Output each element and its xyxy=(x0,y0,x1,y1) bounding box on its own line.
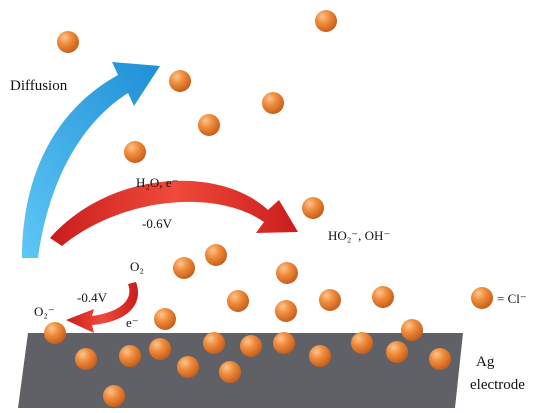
chloride-ion-icon xyxy=(319,289,341,311)
chloride-ion-icon xyxy=(227,290,249,312)
lower-reaction-arrow xyxy=(66,282,139,333)
chloride-ion-icon xyxy=(124,141,146,163)
upper-products-label: HO₂⁻, OH⁻ xyxy=(328,228,390,243)
chloride-ion-icon xyxy=(401,319,423,341)
chloride-ion-icon xyxy=(173,257,195,279)
chloride-ion-icon xyxy=(203,332,225,354)
chloride-ion-icon xyxy=(219,361,241,383)
diffusion-arrow xyxy=(22,62,160,258)
chloride-ion-icon xyxy=(169,70,191,92)
chloride-ion-icon xyxy=(149,338,171,360)
chloride-ion-icon xyxy=(372,286,394,308)
chloride-ion-icon xyxy=(198,114,220,136)
chloride-ion-icon xyxy=(386,341,408,363)
chloride-ion-icon xyxy=(302,197,324,219)
chloride-ion-icon xyxy=(103,385,125,407)
legend-ion-icon xyxy=(471,287,493,309)
chloride-ion-icon xyxy=(154,308,176,330)
chloride-ion-icon xyxy=(44,322,66,344)
lower-product-label: O₂⁻ xyxy=(34,304,55,319)
upper-reactants-label: H₂O, e⁻ xyxy=(136,175,178,190)
chloride-ion-icon xyxy=(75,348,97,370)
lower-potential-label: -0.4V xyxy=(77,290,108,305)
lower-reactant-label: O₂ xyxy=(130,259,144,274)
chloride-ion-icon xyxy=(57,31,79,53)
chloride-ion-icon xyxy=(273,332,295,354)
chloride-ion-icon xyxy=(429,348,451,370)
diffusion-label: Diffusion xyxy=(10,78,68,94)
legend-label: = Cl⁻ xyxy=(497,291,527,306)
electrode-label-line2: electrode xyxy=(470,377,525,393)
chloride-ion-icon xyxy=(240,335,262,357)
chloride-ion-icon xyxy=(119,345,141,367)
chloride-ion-icon xyxy=(309,345,331,367)
chloride-ion-icon xyxy=(315,10,337,32)
upper-potential-label: -0.6V xyxy=(142,216,173,231)
chloride-ion-icon xyxy=(276,262,298,284)
lower-electron-label: e⁻ xyxy=(126,315,139,330)
chloride-ion-icon xyxy=(351,332,373,354)
chloride-ion-icon xyxy=(262,92,284,114)
chloride-ions xyxy=(44,10,451,407)
upper-reaction-arrow xyxy=(50,180,298,246)
chloride-ion-icon xyxy=(177,356,199,378)
chloride-ion-icon xyxy=(275,300,297,322)
electrode-label-line1: Ag xyxy=(476,354,495,370)
chloride-ion-icon xyxy=(205,244,227,266)
